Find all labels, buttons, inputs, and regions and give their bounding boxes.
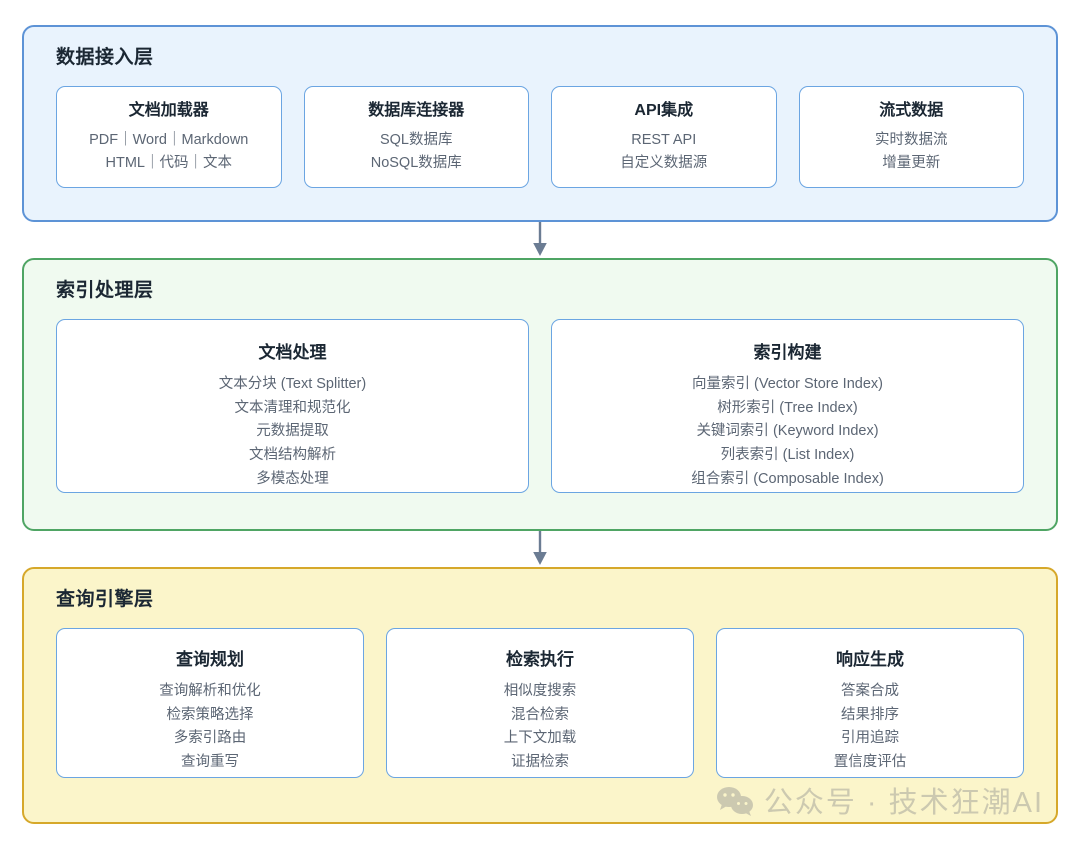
card-query-planning[interactable]: 查询规划 查询解析和优化 检索策略选择 多索引路由 查询重写 bbox=[56, 627, 364, 778]
card-index-construction[interactable]: 索引构建 向量索引 (Vector Store Index) 树形索引 (Tre… bbox=[551, 318, 1024, 493]
card-line: 文本分块 (Text Splitter) bbox=[218, 376, 367, 393]
card-line: 相似度搜索 bbox=[503, 683, 577, 700]
card-title: 检索执行 bbox=[506, 649, 574, 669]
card-line: 组合索引 (Composable Index) bbox=[691, 470, 884, 487]
card-line: 文本清理和规范化 bbox=[234, 399, 351, 416]
card-streaming-data[interactable]: 流式数据 实时数据流 增量更新 bbox=[798, 85, 1024, 188]
layer-title-query: 查询引擎层 bbox=[56, 589, 154, 610]
card-line: 查询解析和优化 bbox=[159, 683, 261, 700]
card-response-generation[interactable]: 响应生成 答案合成 结果排序 引用追踪 置信度评估 bbox=[716, 627, 1024, 778]
card-line: 文档结构解析 bbox=[249, 446, 336, 463]
card-line: 自定义数据源 bbox=[620, 155, 708, 172]
card-api-integration[interactable]: API集成 REST API 自定义数据源 bbox=[551, 85, 777, 188]
card-line: 关键词索引 (Keyword Index) bbox=[696, 423, 879, 440]
down-arrow-icon bbox=[531, 531, 549, 567]
card-title: 数据库连接器 bbox=[368, 101, 465, 119]
layer-index: 索引处理层 文档处理 文本分块 (Text Splitter) 文本清理和规范化… bbox=[22, 258, 1058, 531]
card-line: 混合检索 bbox=[511, 706, 569, 723]
card-line: 向量索引 (Vector Store Index) bbox=[692, 376, 883, 393]
card-title: 流式数据 bbox=[879, 101, 944, 119]
connector-index-to-query bbox=[22, 531, 1058, 567]
card-line: 结果排序 bbox=[841, 706, 899, 723]
card-line: HTML｜代码｜文本 bbox=[105, 155, 232, 172]
card-line: 查询重写 bbox=[181, 753, 239, 770]
card-line: 证据检索 bbox=[511, 753, 569, 770]
card-line: 引用追踪 bbox=[841, 730, 899, 747]
layer-query: 查询引擎层 查询规划 查询解析和优化 检索策略选择 多索引路由 查询重写 检索执… bbox=[22, 567, 1058, 824]
card-row-query: 查询规划 查询解析和优化 检索策略选择 多索引路由 查询重写 检索执行 相似度搜… bbox=[56, 627, 1024, 778]
card-line: 树形索引 (Tree Index) bbox=[717, 399, 858, 416]
layer-title-index: 索引处理层 bbox=[56, 280, 154, 301]
card-retrieval-execution[interactable]: 检索执行 相似度搜索 混合检索 上下文加载 证据检索 bbox=[386, 627, 694, 778]
card-line: REST API bbox=[631, 131, 697, 148]
layer-title-ingest: 数据接入层 bbox=[56, 47, 154, 68]
card-line: 答案合成 bbox=[841, 683, 899, 700]
card-title: 文档处理 bbox=[258, 342, 327, 362]
card-database-connector[interactable]: 数据库连接器 SQL数据库 NoSQL数据库 bbox=[303, 85, 529, 188]
card-line: NoSQL数据库 bbox=[370, 155, 462, 172]
card-line: 元数据提取 bbox=[256, 423, 329, 440]
layer-ingest: 数据接入层 文档加载器 PDF｜Word｜Markdown HTML｜代码｜文本… bbox=[22, 25, 1058, 222]
card-title: 查询规划 bbox=[176, 649, 244, 669]
card-document-processing[interactable]: 文档处理 文本分块 (Text Splitter) 文本清理和规范化 元数据提取… bbox=[56, 318, 529, 493]
card-line: 置信度评估 bbox=[833, 753, 907, 770]
card-line: 列表索引 (List Index) bbox=[720, 446, 855, 463]
card-line: 上下文加载 bbox=[503, 730, 577, 747]
card-line: 多索引路由 bbox=[173, 730, 247, 747]
card-title: 响应生成 bbox=[836, 649, 904, 669]
card-title: API集成 bbox=[634, 101, 694, 119]
down-arrow-icon bbox=[531, 222, 549, 258]
card-line: 检索策略选择 bbox=[166, 706, 254, 723]
card-title: 文档加载器 bbox=[128, 101, 209, 119]
card-line: 增量更新 bbox=[882, 155, 941, 172]
card-row-ingest: 文档加载器 PDF｜Word｜Markdown HTML｜代码｜文本 数据库连接… bbox=[56, 85, 1024, 188]
card-row-index: 文档处理 文本分块 (Text Splitter) 文本清理和规范化 元数据提取… bbox=[56, 318, 1024, 493]
card-line: SQL数据库 bbox=[379, 131, 453, 148]
connector-ingest-to-index bbox=[22, 222, 1058, 258]
card-line: 实时数据流 bbox=[875, 131, 948, 148]
card-line: PDF｜Word｜Markdown bbox=[89, 131, 249, 148]
card-line: 多模态处理 bbox=[256, 470, 329, 487]
card-title: 索引构建 bbox=[753, 342, 822, 362]
card-document-loader[interactable]: 文档加载器 PDF｜Word｜Markdown HTML｜代码｜文本 bbox=[56, 85, 282, 188]
